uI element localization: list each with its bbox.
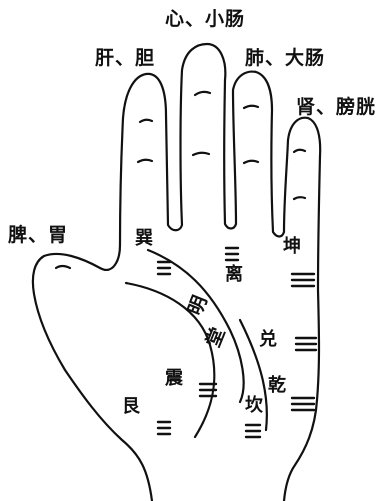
trigram-qian-label: 乾 xyxy=(268,375,286,396)
ring-finger-organs-label: 肺、大肠 xyxy=(245,47,326,69)
trigram-li-label: 离 xyxy=(225,264,243,285)
thumb-organs-label: 脾、胃 xyxy=(8,224,69,246)
index-finger-organs-label: 肝、胆 xyxy=(95,47,156,69)
trigram-gen-label: 艮 xyxy=(122,396,140,417)
trigram-kan-label: 坎 xyxy=(245,395,263,416)
trigram-dui-label: 兑 xyxy=(259,329,277,350)
little-finger-organs-label: 肾、膀胱 xyxy=(296,96,377,118)
dui-mark xyxy=(294,336,318,352)
trigram-xun-label: 巽 xyxy=(135,228,153,249)
hand-outline xyxy=(31,42,322,501)
xun-mark xyxy=(156,260,172,276)
zhen-mark xyxy=(198,382,218,398)
thumb-crease xyxy=(124,281,216,439)
li-mark xyxy=(224,246,240,262)
kun-mark xyxy=(290,272,316,288)
qian-mark xyxy=(290,396,316,412)
kan-mark xyxy=(244,423,262,439)
palm-line xyxy=(238,318,268,432)
trigram-zhen-label: 震 xyxy=(165,368,183,389)
gen-mark xyxy=(156,420,172,436)
palm-line xyxy=(146,248,245,404)
trigram-kun-label: 坤 xyxy=(283,236,301,257)
middle-finger-organs-label: 心、小肠 xyxy=(165,8,246,30)
